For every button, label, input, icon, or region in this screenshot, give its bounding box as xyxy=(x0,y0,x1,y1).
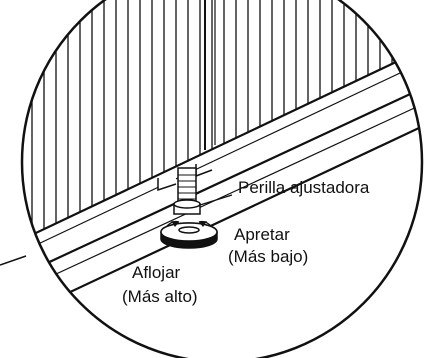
callout-leader-line xyxy=(0,255,27,266)
tighten-label: Apretar xyxy=(234,225,290,244)
cabinet-base-edge xyxy=(22,42,422,326)
knob-label: Perilla ajustadora xyxy=(238,178,370,197)
cabinet-panel-hatching xyxy=(31,0,417,235)
leveling-foot xyxy=(160,167,218,249)
loosen-sub-label: (Más alto) xyxy=(122,287,198,306)
loosen-label: Aflojar xyxy=(132,263,181,282)
knob-label-leader xyxy=(199,194,233,206)
magnifier-circle xyxy=(20,0,424,358)
tighten-sub-label: (Más bajo) xyxy=(228,247,308,266)
